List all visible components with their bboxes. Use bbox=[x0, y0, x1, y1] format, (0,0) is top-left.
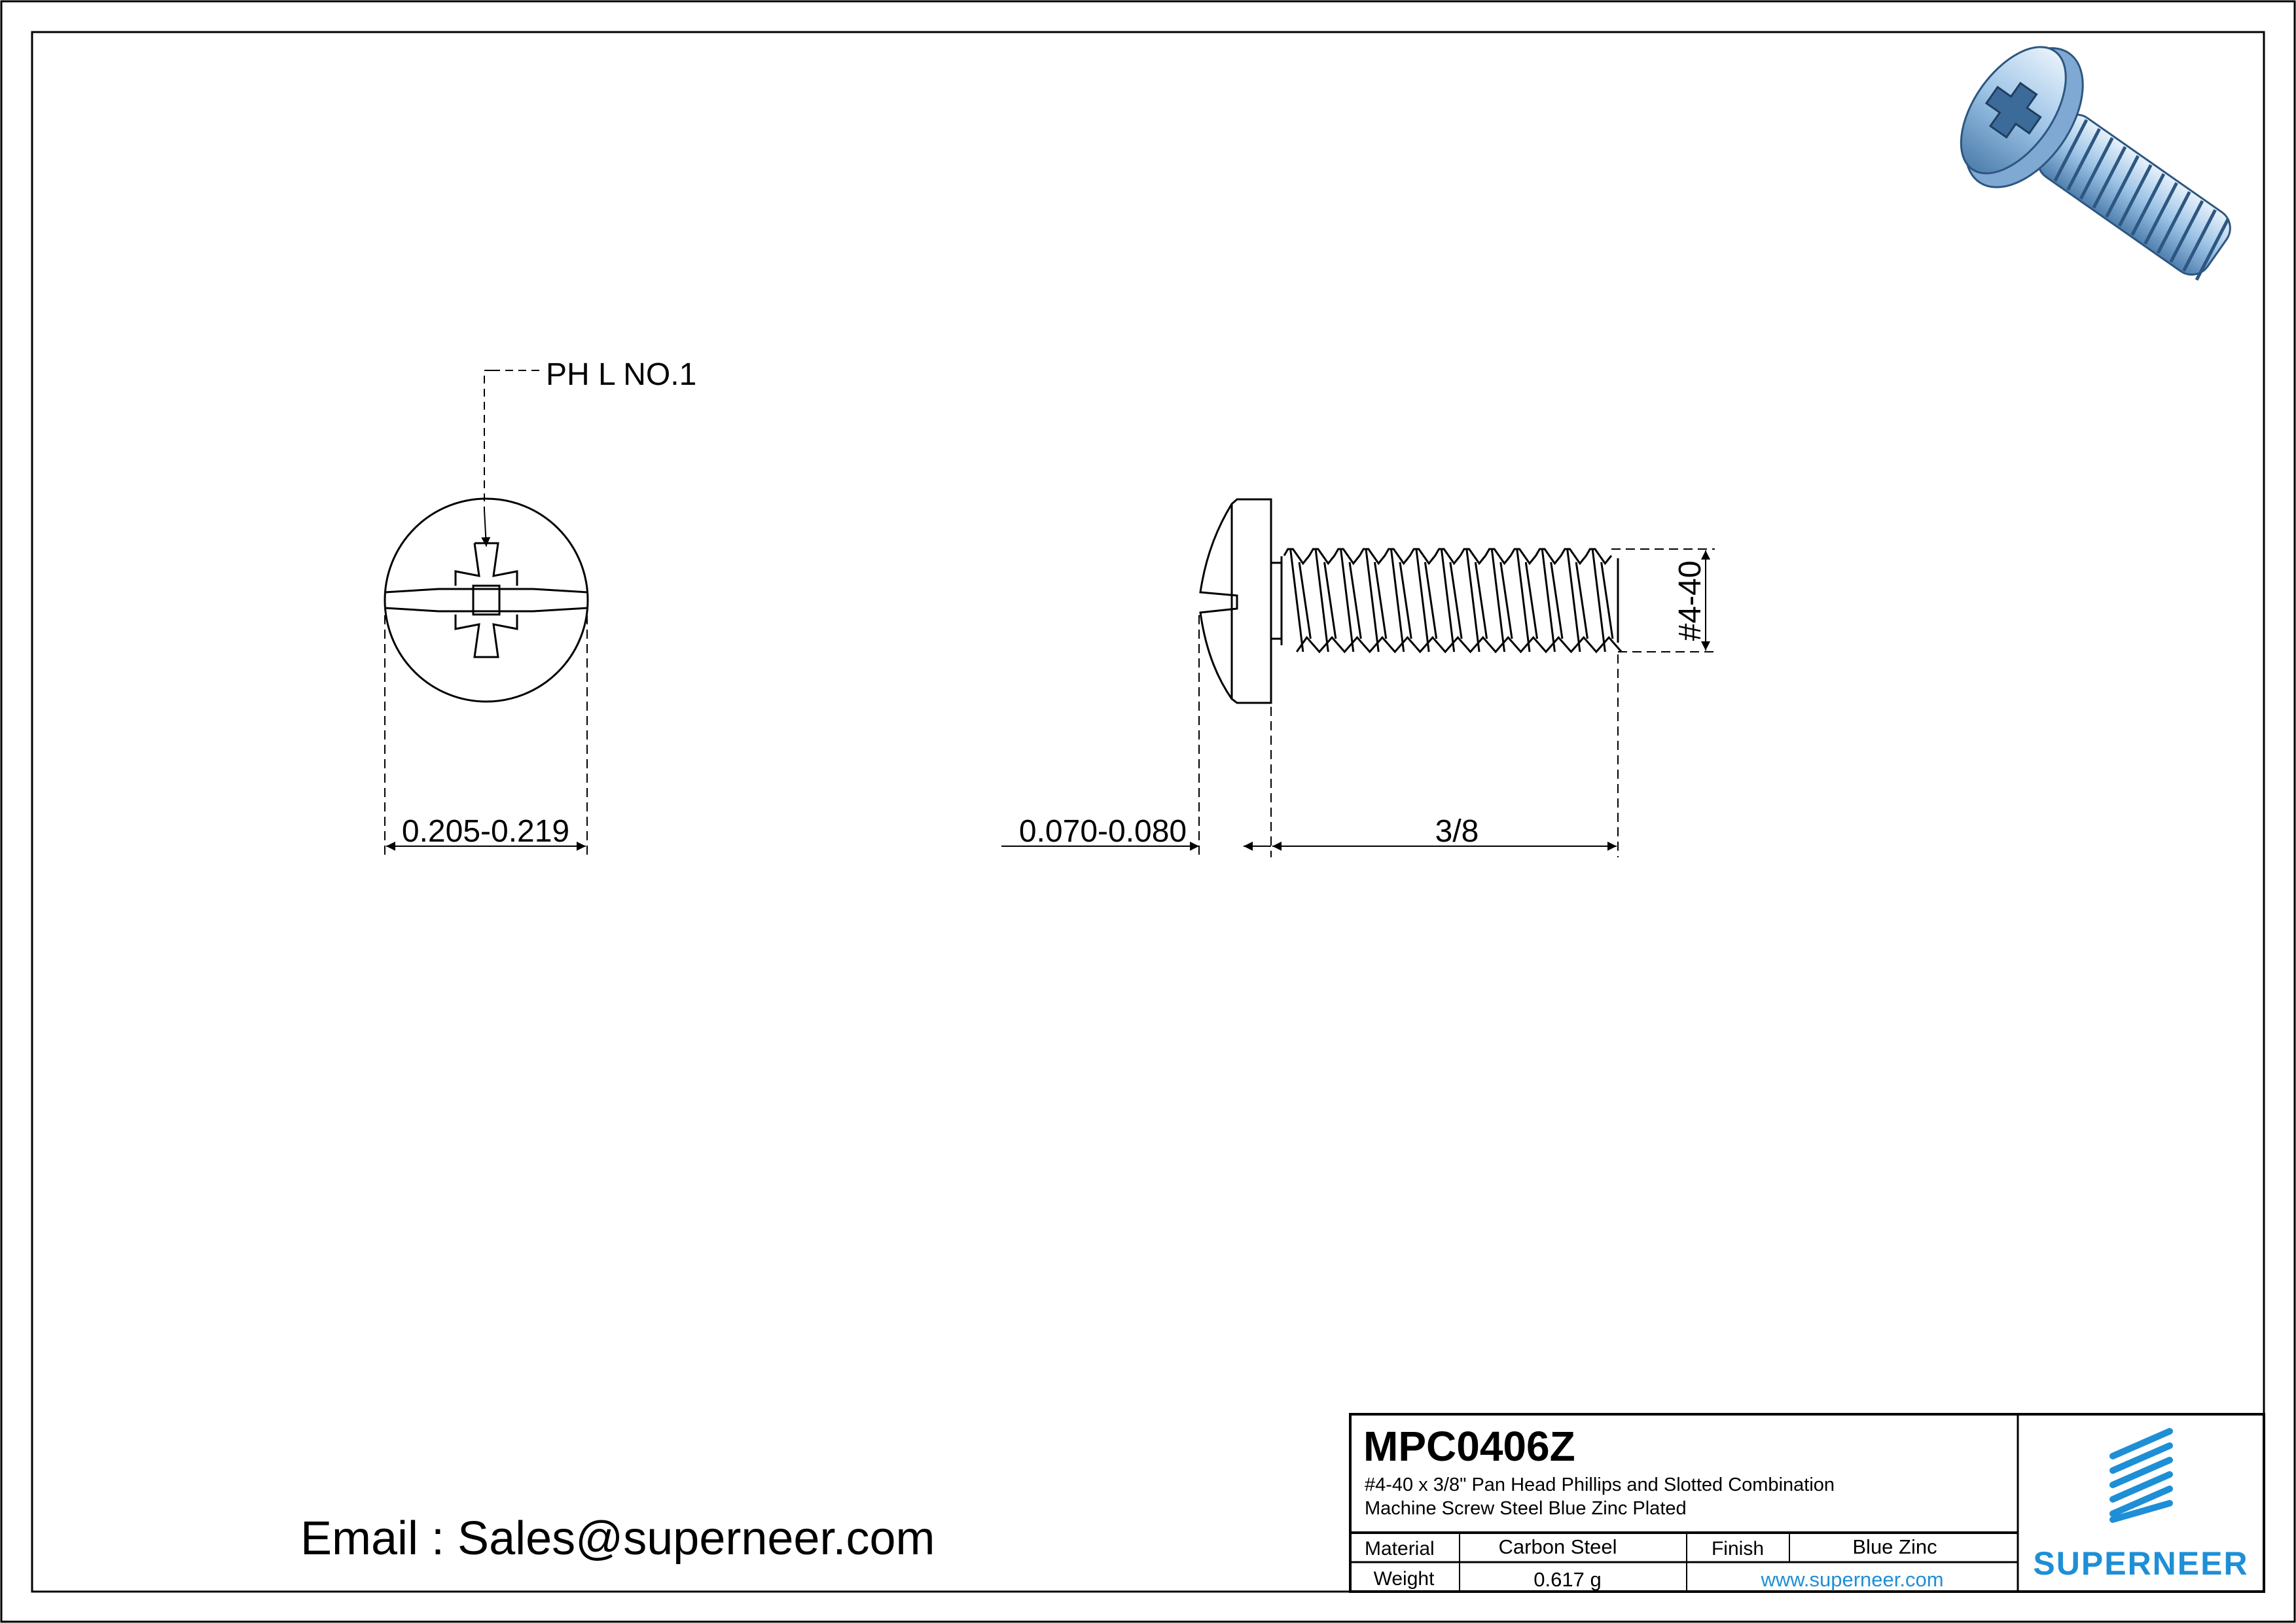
render-thread bbox=[2195, 218, 2230, 281]
weight-label: Weight bbox=[1374, 1568, 1435, 1590]
finish-label: Finish bbox=[1712, 1538, 1764, 1560]
top-view bbox=[384, 370, 589, 857]
thread-line bbox=[1296, 635, 1623, 654]
render-thread bbox=[2053, 118, 2089, 182]
head-height-dimension: 0.070-0.080 bbox=[1019, 814, 1187, 849]
side-view bbox=[1001, 498, 1715, 857]
render-thread bbox=[2130, 173, 2166, 236]
weight-value: 0.617 g bbox=[1534, 1568, 1601, 1591]
render-thread bbox=[2169, 200, 2204, 263]
length-dimension: 3/8 bbox=[1435, 814, 1479, 849]
title-block bbox=[1349, 1413, 2265, 1593]
diameter-dimension: 0.205-0.219 bbox=[402, 814, 569, 849]
thread-line bbox=[1271, 548, 1614, 652]
render-thread bbox=[2105, 155, 2140, 218]
description-line-1: #4-40 x 3/8" Pan Head Phillips and Slott… bbox=[1365, 1474, 1835, 1495]
part-number: MPC0406Z bbox=[1363, 1423, 1575, 1470]
render-thread bbox=[2182, 209, 2217, 272]
description-line-2: Machine Screw Steel Blue Zinc Plated bbox=[1365, 1498, 1687, 1519]
inner-border bbox=[31, 31, 2265, 1593]
finish-value: Blue Zinc bbox=[1852, 1535, 1937, 1558]
head-outline bbox=[384, 497, 589, 703]
head-side bbox=[1199, 498, 1272, 704]
thread-profile bbox=[1271, 548, 1623, 654]
thread-line bbox=[1283, 548, 1613, 565]
render-thread bbox=[2156, 191, 2191, 254]
website-link[interactable]: www.superneer.com bbox=[1760, 1568, 1943, 1591]
slot bbox=[384, 588, 588, 613]
render-thread bbox=[2117, 164, 2153, 227]
thread-dimension: #4-40 bbox=[1673, 561, 1708, 641]
material-label: Material bbox=[1365, 1538, 1435, 1560]
contact-email: Email : Sales@superneer.com bbox=[300, 1512, 935, 1565]
phillips-callout: PH L NO.1 bbox=[546, 357, 696, 392]
thread-line bbox=[1280, 556, 1619, 645]
screw-3d-render bbox=[1960, 46, 2231, 281]
render-thread bbox=[2144, 182, 2178, 245]
phillips-recess bbox=[454, 542, 518, 658]
render-thread bbox=[2079, 137, 2114, 200]
material-value: Carbon Steel bbox=[1499, 1535, 1617, 1558]
superneer-logo-icon bbox=[2109, 1428, 2173, 1523]
render-thread bbox=[2092, 146, 2127, 209]
render-thread bbox=[2066, 128, 2101, 191]
brand-name: SUPERNEER bbox=[2033, 1545, 2248, 1582]
